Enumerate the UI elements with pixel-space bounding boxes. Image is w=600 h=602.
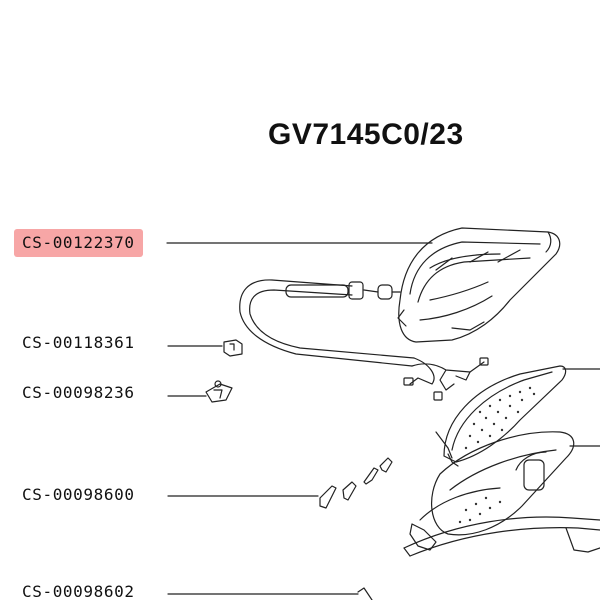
base-cover: [357, 516, 600, 600]
part-label-cs-00098236[interactable]: CS-00098236: [22, 383, 135, 402]
part-label-cs-00098600[interactable]: CS-00098600: [22, 485, 135, 504]
soleplate: [435, 365, 567, 467]
iron-housing: [397, 227, 561, 343]
model-title: GV7145C0/23: [268, 118, 464, 151]
wiring-harness: [403, 357, 489, 401]
part-cs-00118361-shape: [223, 339, 243, 357]
steam-hose: [239, 279, 415, 367]
part-label-cs-00122370[interactable]: CS-00122370: [14, 229, 143, 257]
part-cs-00098600-shapes: [319, 457, 393, 509]
heel-texture: [458, 496, 502, 524]
soleplate-holes-texture: [464, 386, 536, 450]
part-label-cs-00118361[interactable]: CS-00118361: [22, 333, 135, 352]
heel-housing: [409, 431, 575, 551]
part-cs-00098236-shape: [205, 380, 233, 403]
part-label-cs-00098602[interactable]: CS-00098602: [22, 582, 135, 601]
